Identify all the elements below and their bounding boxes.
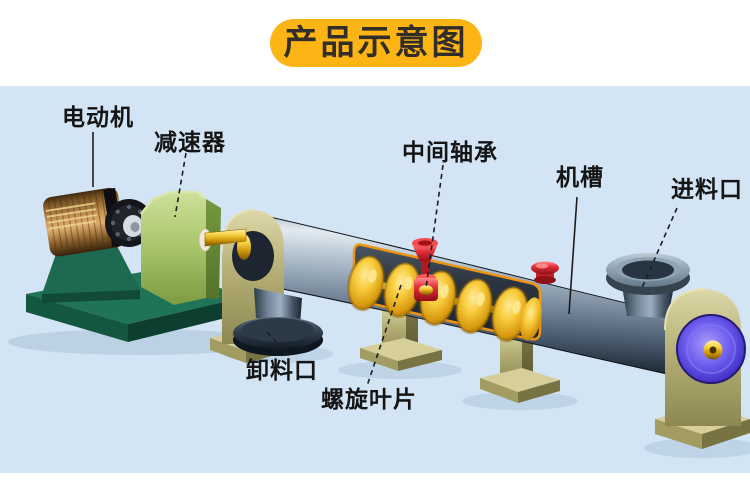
drive-shaft — [204, 228, 247, 247]
label-spiral-blade: 螺旋叶片 — [321, 386, 417, 412]
page-title: 产品示意图 — [283, 24, 469, 62]
leader-line-reducer — [174, 152, 187, 218]
label-trough: 机槽 — [556, 164, 604, 190]
label-feed-inlet: 进料口 — [671, 176, 743, 202]
label-intermediate-bearing: 中间轴承 — [402, 139, 498, 165]
label-reducer: 减速器 — [154, 129, 226, 155]
middle-bearing-illustration — [412, 238, 438, 301]
support-leg-rear — [480, 328, 560, 403]
label-discharge-outlet: 卸料口 — [246, 357, 318, 383]
leader-line-feed-inlet — [640, 207, 678, 291]
vent-cap-illustration — [531, 261, 559, 284]
reducer-illustration — [140, 190, 221, 305]
leader-line-discharge-outlet — [266, 331, 291, 358]
feed-inlet-illustration — [606, 253, 690, 318]
cutaway-illustration — [346, 243, 542, 343]
title-banner: 产品示意图 — [270, 19, 482, 67]
leader-line-intermediate-bearing — [425, 164, 444, 289]
motor-illustration — [43, 187, 153, 257]
leader-lines — [92, 132, 678, 387]
right-end-pedestal-illustration — [655, 288, 750, 449]
leader-line-trough — [568, 196, 578, 315]
label-motor: 电动机 — [62, 104, 134, 130]
discharge-outlet-illustration — [233, 288, 323, 356]
